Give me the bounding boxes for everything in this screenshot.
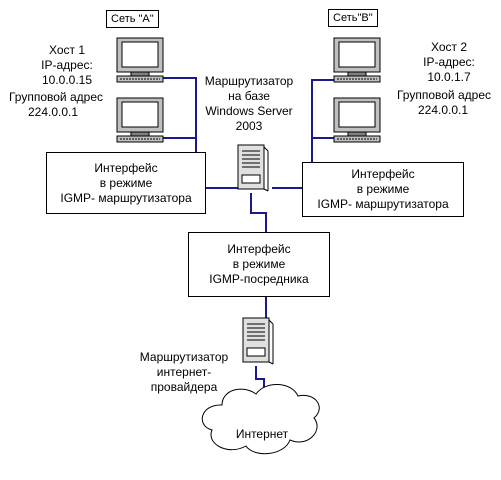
- isp-router-label: Маршрутизатор интернет- провайдера: [136, 350, 232, 395]
- link-pc-b1: [311, 79, 334, 163]
- host1-name: Хост 1: [48, 43, 86, 57]
- computer-icon: [116, 37, 164, 83]
- link-router-proxy: [250, 193, 267, 233]
- iface-igmp-proxy: Интерфейс в режиме IGMP-посредника: [188, 232, 330, 297]
- iface-proxy-line: в режиме: [232, 257, 286, 271]
- server-icon: [242, 317, 274, 365]
- isp-router-label-line: интернет-: [156, 365, 212, 379]
- server-icon: [237, 144, 269, 192]
- isp-router-label-line: провайдера: [150, 380, 218, 394]
- host1-ip: 10.0.0.15: [41, 73, 93, 87]
- computer-icon: [333, 37, 381, 83]
- router-label-line: 2003: [235, 119, 263, 133]
- host2-name: Хост 2: [430, 40, 468, 54]
- host2-group: 224.0.0.1: [417, 103, 469, 117]
- isp-router-label-line: Маршрутизатор: [139, 350, 229, 364]
- iface-right-line: в режиме: [356, 182, 410, 196]
- host2-ip-label: IP-адрес:: [423, 55, 475, 69]
- iface-right-line: Интерфейс: [351, 167, 415, 181]
- host1-group: 224.0.0.1: [27, 105, 79, 119]
- router-label: Маршрутизатор на базе Windows Server 200…: [201, 74, 297, 134]
- host2-info: Хост 2 IP-адрес: 10.0.1.7: [412, 40, 486, 85]
- iface-right-line: IGMP- маршрутизатора: [317, 197, 449, 211]
- iface-proxy-line: IGMP-посредника: [209, 272, 309, 286]
- network-a-label: Сеть "A": [106, 10, 159, 28]
- iface-proxy-line: Интерфейс: [227, 242, 291, 256]
- network-b-label: Сеть"B": [328, 9, 378, 27]
- host1-info: Хост 1 IP-адрес: 10.0.0.15: [30, 43, 104, 88]
- link-pc-a1: [148, 77, 197, 153]
- host1-ip-label: IP-адрес:: [41, 58, 93, 72]
- computer-icon: [116, 97, 164, 143]
- iface-igmp-router-left: Интерфейс в режиме IGMP- маршрутизатора: [46, 152, 206, 214]
- iface-left-line: в режиме: [99, 175, 153, 190]
- router-label-line: Windows Server: [205, 104, 293, 118]
- router-label-line: Маршрутизатор: [204, 74, 294, 88]
- computer-icon: [333, 97, 381, 143]
- internet-label: Интернет: [235, 427, 289, 441]
- iface-igmp-router-right: Интерфейс в режиме IGMP- маршрутизатора: [302, 162, 464, 217]
- host2-ip: 10.0.1.7: [427, 70, 471, 84]
- iface-left-line: IGMP- маршрутизатора: [60, 190, 192, 205]
- iface-left-line: Интерфейс: [94, 160, 158, 175]
- router-label-line: на базе: [228, 89, 270, 103]
- link-isp-internet: [255, 366, 265, 392]
- host2-group-label: Групповой адрес: [396, 88, 491, 102]
- host1-group-label: Групповой адрес: [8, 90, 103, 104]
- cloud-icon: [201, 384, 320, 455]
